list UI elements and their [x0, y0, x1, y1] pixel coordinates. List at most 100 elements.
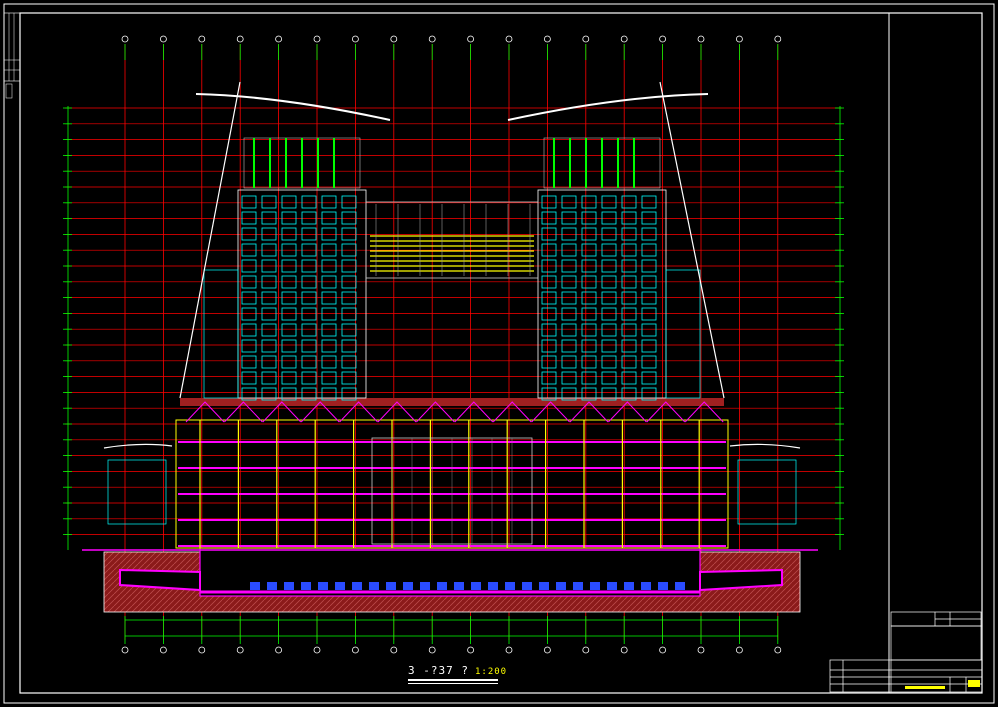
truss-diagonal	[262, 401, 302, 423]
tower-right-window	[581, 387, 597, 401]
tower-right-window	[641, 259, 657, 273]
tower-right-window	[561, 387, 577, 401]
axis-bubble-top	[505, 35, 513, 43]
tower-right-window	[641, 275, 657, 289]
tower-right-window	[601, 243, 617, 257]
tower-right-window	[561, 227, 577, 241]
tower-right-window	[561, 371, 577, 385]
tower-right-window	[641, 243, 657, 257]
truss-diagonal	[185, 401, 225, 423]
tower-left-window	[301, 243, 317, 257]
tower-right-window	[561, 307, 577, 321]
tower-right-window	[581, 227, 597, 241]
parking-car	[318, 582, 328, 590]
tower-right-window	[581, 195, 597, 209]
truss-diagonal	[416, 401, 455, 423]
tower-left-window	[281, 243, 297, 257]
tower-left-window	[261, 307, 277, 321]
tower-left-window	[341, 195, 357, 209]
tower-left-window	[241, 355, 257, 369]
tower-right-window	[561, 195, 577, 209]
axis-bubble-bottom	[198, 646, 206, 654]
roof-wing-left	[195, 93, 391, 121]
tower-right-window	[541, 211, 557, 225]
parking-car	[403, 582, 413, 590]
tower-right-window	[581, 339, 597, 353]
tower-right-window	[621, 275, 637, 289]
parking-car	[607, 582, 617, 590]
axis-bubble-top	[467, 35, 475, 43]
tower-right-window	[641, 291, 657, 305]
tower-left-window	[281, 211, 297, 225]
tower-right-window	[541, 323, 557, 337]
tower-left-window	[281, 307, 297, 321]
parking-car	[301, 582, 311, 590]
axis-bubble-top	[659, 35, 666, 43]
tower-left-window	[301, 323, 317, 337]
axis-bubble-bottom	[659, 646, 666, 654]
parking-car	[267, 582, 277, 590]
axis-bubble-top	[428, 35, 436, 43]
truss-diagonal	[492, 401, 532, 423]
tower-right-window	[601, 307, 617, 321]
tower-right-window	[641, 307, 657, 321]
tower-left-window	[301, 371, 317, 385]
tower-right-window	[561, 259, 577, 273]
tower-left-window	[281, 259, 297, 273]
truss-diagonal	[224, 401, 263, 423]
tower-right-window	[541, 195, 557, 209]
parking-car	[284, 582, 294, 590]
axis-bubble-bottom	[544, 646, 551, 654]
truss-chord	[180, 398, 724, 406]
drawing-border	[19, 12, 983, 694]
tower-left-window	[341, 371, 357, 385]
axis-bubble-top	[159, 35, 167, 43]
axis-bubble-top	[121, 35, 129, 43]
tower-right-window	[561, 243, 577, 257]
axis-bubble-bottom	[390, 646, 398, 654]
tower-left-window	[301, 227, 317, 241]
tower-left-window	[281, 387, 297, 401]
tower-right-window	[541, 339, 557, 353]
drawing-caption: 3 -?37 ?1:200	[408, 664, 507, 677]
tower-left-window	[301, 259, 317, 273]
tower-left-window	[301, 275, 317, 289]
axis-bubble-top	[236, 35, 244, 43]
parking-car	[675, 582, 685, 590]
parking-car	[352, 582, 362, 590]
ramp-right	[699, 568, 783, 592]
tower-left-window	[241, 307, 257, 321]
tower-right-window	[581, 323, 597, 337]
side-canopy-right	[729, 443, 801, 449]
tower-right-window	[601, 195, 617, 209]
tower-left-window	[301, 291, 317, 305]
tower-left-window	[241, 275, 257, 289]
tower-right-window	[641, 387, 657, 401]
axis-bubble-bottom	[505, 646, 513, 654]
tower-left-window	[301, 339, 317, 353]
tower-left-window	[341, 211, 357, 225]
side-canopy-left	[103, 443, 173, 449]
tower-left-window	[341, 275, 357, 289]
envelope-right-outer	[659, 81, 725, 399]
parking-car	[250, 582, 260, 590]
tower-left-window	[321, 243, 337, 257]
tower-left-window	[241, 387, 257, 401]
tower-left-window	[261, 275, 277, 289]
tower-right-window	[621, 243, 637, 257]
tower-right-window	[561, 339, 577, 353]
axis-grid	[63, 35, 844, 654]
axis-bubble-bottom	[582, 646, 590, 654]
tower-left-window	[261, 227, 277, 241]
tower-left-window	[321, 387, 337, 401]
tower-right-window	[601, 227, 617, 241]
parking-car	[590, 582, 600, 590]
truss-diagonal	[684, 401, 724, 423]
tower-right-window	[541, 243, 557, 257]
tower-left-window	[261, 211, 277, 225]
tower-right-window	[601, 355, 617, 369]
tower-left-window	[321, 307, 337, 321]
tower-left-window	[321, 355, 337, 369]
tower-left-window	[281, 371, 297, 385]
tower-left-window	[241, 323, 257, 337]
